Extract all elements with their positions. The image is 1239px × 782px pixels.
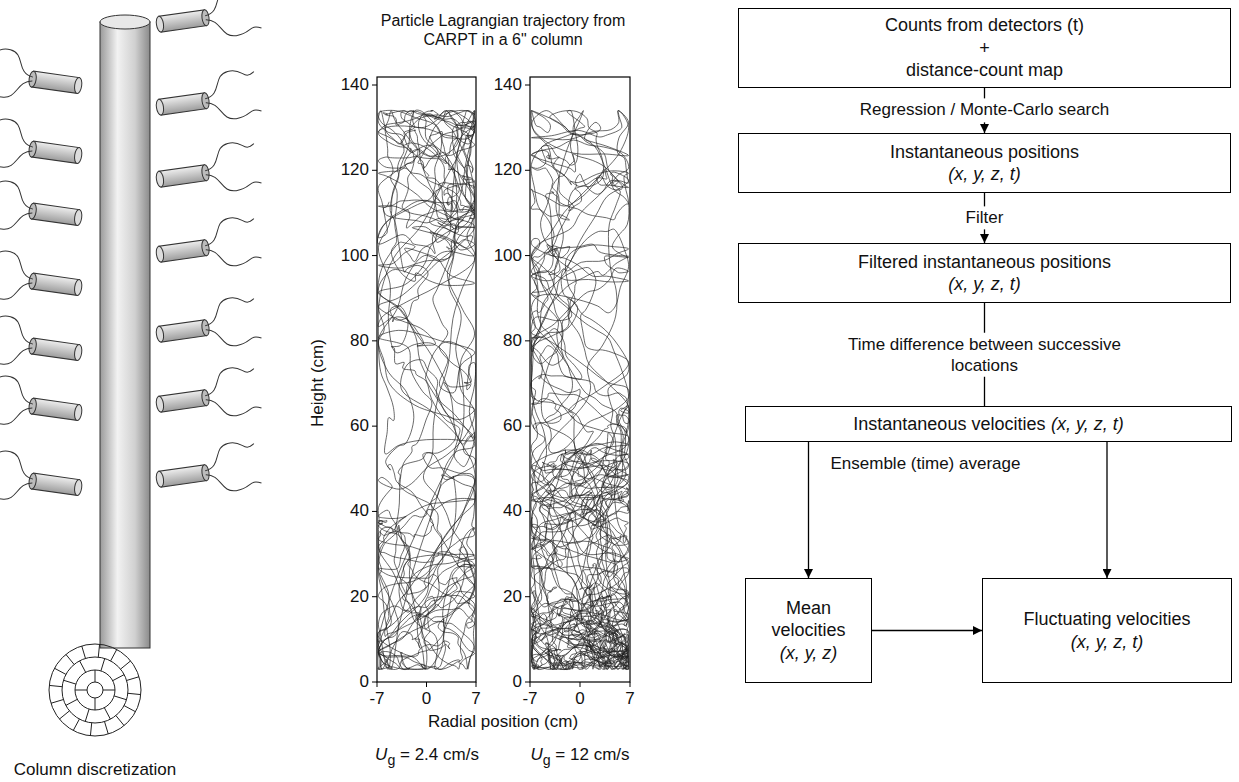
tick-label: 140 — [494, 75, 522, 95]
tick — [372, 85, 377, 86]
detector — [0, 46, 85, 108]
tick — [372, 255, 377, 256]
process-box: Mean velocities(x, y, z) — [745, 578, 872, 683]
tick — [525, 340, 530, 341]
tick — [426, 682, 427, 687]
detector — [153, 214, 262, 276]
detector — [0, 248, 85, 310]
detector — [0, 313, 85, 375]
tick — [525, 170, 530, 171]
tick — [372, 682, 377, 683]
tick — [476, 682, 477, 687]
tick-label: 0 — [422, 689, 431, 709]
detectors — [0, 0, 262, 510]
tick — [372, 340, 377, 341]
tick — [525, 426, 530, 427]
process-box: Filtered instantaneous positions(x, y, z… — [738, 243, 1231, 303]
tick-label: -7 — [522, 689, 537, 709]
trajectory — [377, 110, 475, 670]
tick-label: 7 — [625, 689, 634, 709]
figure-caption: Column discretization — [14, 760, 177, 780]
trajectory-plots — [372, 77, 630, 687]
condition-label: Ug = 12 cm/s — [530, 745, 629, 768]
tick — [372, 426, 377, 427]
detector — [153, 364, 262, 426]
process-box: Instantaneous velocities (x, y, z, t) — [745, 406, 1232, 442]
tick — [580, 682, 581, 687]
plot-frame — [377, 77, 476, 682]
tick-label: 60 — [350, 416, 369, 436]
detector — [153, 294, 262, 356]
box-text: Instantaneous velocities — [853, 413, 1045, 436]
tick — [377, 682, 378, 687]
tick-label: 80 — [350, 331, 369, 351]
tick — [525, 511, 530, 512]
detector — [153, 439, 262, 501]
box-text: (x, y, z, t) — [1071, 631, 1144, 654]
detector — [153, 67, 262, 129]
box-text: Instantaneous positions — [890, 141, 1079, 164]
process-box: Counts from detectors (t)+distance-count… — [738, 8, 1231, 88]
box-text: (x, y, z, t) — [1051, 413, 1124, 436]
trajectory — [531, 110, 630, 669]
tick-label: 120 — [494, 160, 522, 180]
tick-label: 120 — [341, 160, 369, 180]
tick-label: 140 — [341, 75, 369, 95]
tick-label: 0 — [513, 672, 522, 692]
box-text: + — [979, 37, 990, 60]
plot-frame — [530, 77, 630, 682]
tick — [372, 170, 377, 171]
tick — [525, 255, 530, 256]
tick — [525, 682, 530, 683]
flow-arrow — [808, 442, 809, 578]
edge-label: Time difference between successive locat… — [836, 332, 1134, 377]
box-text: (x, y, z) — [780, 642, 838, 665]
box-text: (x, y, z, t) — [948, 273, 1021, 296]
box-text: distance-count map — [906, 59, 1063, 82]
tick — [630, 682, 631, 687]
tick-label: 7 — [471, 689, 480, 709]
tick — [372, 511, 377, 512]
edge-label: Regression / Monte-Carlo search — [836, 99, 1134, 122]
box-text: (x, y, z, t) — [948, 163, 1021, 186]
tick-label: 40 — [350, 501, 369, 521]
bubble-column — [100, 15, 150, 648]
box-text: Filtered instantaneous positions — [858, 251, 1111, 274]
box-text: Mean velocities — [754, 597, 863, 642]
detector — [0, 448, 85, 510]
plot-title: Particle Lagrangian trajectory from CARP… — [377, 11, 629, 49]
column-discretization — [49, 644, 141, 736]
edge-label: Filter — [962, 206, 1008, 229]
tick-label: 0 — [360, 672, 369, 692]
box-text: Counts from detectors (t) — [885, 14, 1084, 37]
condition-label: Ug = 2.4 cm/s — [375, 745, 479, 768]
tick — [372, 596, 377, 597]
axis-title: Radial position (cm) — [428, 712, 578, 732]
tick-label: 100 — [341, 245, 369, 265]
axis-title: Height (cm) — [308, 339, 328, 427]
tick-label: 60 — [503, 416, 522, 436]
tick-label: 0 — [575, 689, 584, 709]
tick-label: 40 — [503, 501, 522, 521]
detector — [153, 139, 262, 201]
tick — [530, 682, 531, 687]
flow-arrow — [872, 630, 982, 631]
edge-label: Ensemble (time) average — [827, 452, 1025, 475]
flow-arrow — [1106, 442, 1107, 578]
box-text: Fluctuating velocities — [1023, 608, 1190, 631]
detector — [153, 0, 262, 46]
tick-label: 20 — [350, 587, 369, 607]
detector — [0, 178, 85, 240]
process-box: Instantaneous positions(x, y, z, t) — [738, 133, 1231, 193]
tick-label: 100 — [494, 245, 522, 265]
tick — [525, 596, 530, 597]
process-box: Fluctuating velocities(x, y, z, t) — [982, 578, 1232, 683]
detector — [0, 116, 85, 178]
tick — [525, 85, 530, 86]
tick-label: 80 — [503, 331, 522, 351]
detector — [0, 373, 85, 435]
tick-label: 20 — [503, 587, 522, 607]
tick-label: -7 — [369, 689, 384, 709]
